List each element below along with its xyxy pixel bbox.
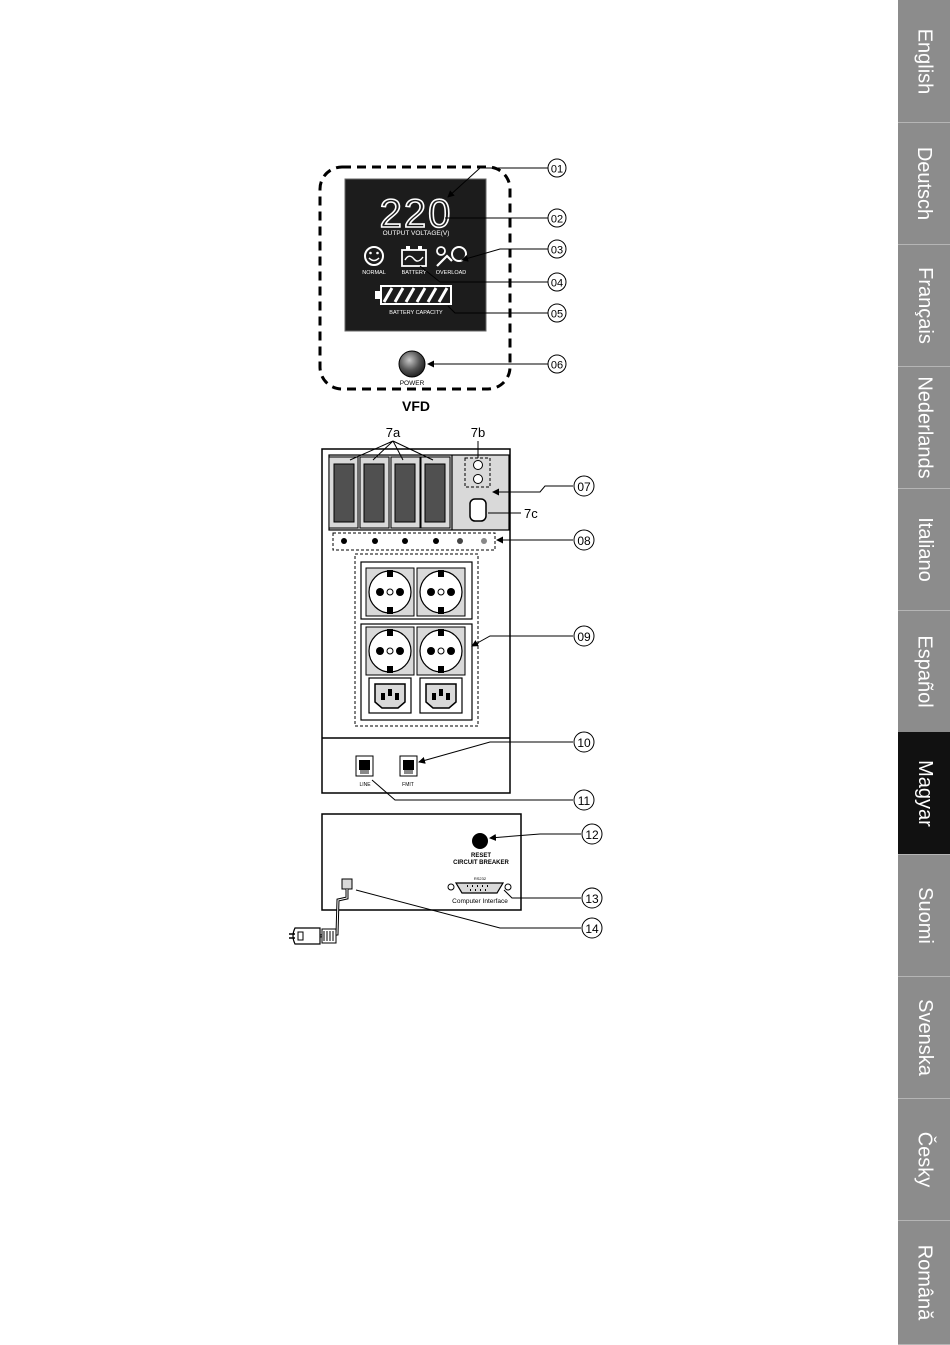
callout-01: 01 xyxy=(548,159,566,177)
callout-04: 04 xyxy=(548,273,566,291)
switch-3[interactable] xyxy=(395,464,415,522)
main-switch[interactable] xyxy=(470,499,486,521)
power-label: POWER xyxy=(400,380,425,387)
language-sidebar: English Deutsch Français Nederlands Ital… xyxy=(898,0,950,1344)
led-2 xyxy=(372,538,378,544)
line-label: LINE xyxy=(359,782,371,788)
callout-09: 09 xyxy=(574,626,594,646)
switch-4[interactable] xyxy=(425,464,445,522)
callout-06: 06 xyxy=(548,355,566,373)
vfd-caption: VFD xyxy=(402,398,430,414)
callout-01-label: 01 xyxy=(551,164,563,176)
switch-1[interactable] xyxy=(334,464,354,522)
callout-02-label: 02 xyxy=(551,214,563,226)
tab-label: Magyar xyxy=(913,760,936,827)
rs232-label: RS232 xyxy=(474,876,487,881)
led-4 xyxy=(433,538,439,544)
callout-10: 10 xyxy=(574,732,594,752)
tab-svenska[interactable]: Svenska xyxy=(898,976,950,1099)
ups-diagram: 220 OUTPUT VOLTAGE(V) NORMAL BATTERY OVE… xyxy=(0,0,898,1344)
tab-label: Français xyxy=(913,267,936,344)
callout-05: 05 xyxy=(548,304,566,322)
tab-label: English xyxy=(913,28,936,94)
callout-05-label: 05 xyxy=(551,309,563,321)
computer-interface-label: Computer Interface xyxy=(452,898,508,905)
led-6 xyxy=(481,538,487,544)
battery-label: BATTERY xyxy=(402,270,427,276)
callout-14-label: 14 xyxy=(585,922,599,936)
led-3 xyxy=(402,538,408,544)
front-panel: 7a 7b 7c xyxy=(322,425,538,793)
reset-label: RESET xyxy=(471,853,491,859)
label-7c: 7c xyxy=(524,506,538,521)
circuit-breaker-label: CIRCUIT BREAKER xyxy=(453,860,509,866)
normal-label: NORMAL xyxy=(362,270,386,276)
tab-nederlands[interactable]: Nederlands xyxy=(898,366,950,489)
tab-espanol[interactable]: Español xyxy=(898,610,950,733)
callout-11: 11 xyxy=(574,790,594,810)
tab-italiano[interactable]: Italiano xyxy=(898,488,950,611)
callout-10-label: 10 xyxy=(577,736,591,750)
reset-button[interactable] xyxy=(472,833,488,849)
callout-14: 14 xyxy=(582,918,602,938)
tab-label: Español xyxy=(913,635,936,707)
voltage-label: OUTPUT VOLTAGE(V) xyxy=(383,230,450,237)
fmit-label: FMIT xyxy=(402,782,414,788)
callout-07-label: 07 xyxy=(577,480,591,494)
callout-13: 13 xyxy=(582,888,602,908)
tab-english[interactable]: English xyxy=(898,0,950,123)
tab-label: Nederlands xyxy=(913,376,936,478)
callout-02: 02 xyxy=(548,209,566,227)
tab-label: Deutsch xyxy=(913,146,936,219)
label-7b: 7b xyxy=(471,425,485,440)
iec-outlet-2 xyxy=(420,678,462,713)
tab-deutsch[interactable]: Deutsch xyxy=(898,122,950,245)
switch-2[interactable] xyxy=(364,464,384,522)
vfd-panel: 220 OUTPUT VOLTAGE(V) NORMAL BATTERY OVE… xyxy=(320,167,510,414)
callout-07: 07 xyxy=(574,476,594,496)
tab-label: Italiano xyxy=(913,517,936,582)
tab-magyar[interactable]: Magyar xyxy=(898,732,950,855)
schuko-outlet-3 xyxy=(366,627,414,675)
tab-label: Suomi xyxy=(913,887,936,944)
led-1 xyxy=(341,538,347,544)
tab-label: Română xyxy=(913,1244,936,1320)
callout-03: 03 xyxy=(548,240,566,258)
tab-francais[interactable]: Français xyxy=(898,244,950,367)
callout-06-label: 06 xyxy=(551,360,563,372)
schuko-outlet-2 xyxy=(417,568,465,616)
callout-08: 08 xyxy=(574,530,594,550)
line-jack xyxy=(356,756,373,776)
tab-suomi[interactable]: Suomi xyxy=(898,854,950,977)
led-5 xyxy=(457,538,463,544)
tab-label: Česky xyxy=(913,1131,936,1187)
callout-12-label: 12 xyxy=(585,828,599,842)
callout-03-label: 03 xyxy=(551,245,563,257)
callout-08-label: 08 xyxy=(577,534,591,548)
power-cord-icon xyxy=(289,879,352,944)
overload-label: OVERLOAD xyxy=(436,270,467,276)
power-button[interactable] xyxy=(399,351,425,377)
tab-cesky[interactable]: Česky xyxy=(898,1098,950,1221)
callout-11-label: 11 xyxy=(578,794,591,808)
breaker-switches xyxy=(329,457,450,528)
callout-04-label: 04 xyxy=(551,278,563,290)
tab-label: Svenska xyxy=(913,999,936,1076)
schuko-outlet-4 xyxy=(417,627,465,675)
callout-09-label: 09 xyxy=(577,630,591,644)
label-7a: 7a xyxy=(386,425,401,440)
callout-13-label: 13 xyxy=(585,892,599,906)
fmit-jack xyxy=(400,756,417,776)
indicator-led-1 xyxy=(474,461,483,470)
capacity-label: BATTERY CAPACITY xyxy=(389,310,443,316)
schuko-outlet-1 xyxy=(366,568,414,616)
tab-romana[interactable]: Română xyxy=(898,1220,950,1345)
callout-12: 12 xyxy=(582,824,602,844)
iec-outlet-1 xyxy=(369,678,411,713)
indicator-led-2 xyxy=(474,475,483,484)
